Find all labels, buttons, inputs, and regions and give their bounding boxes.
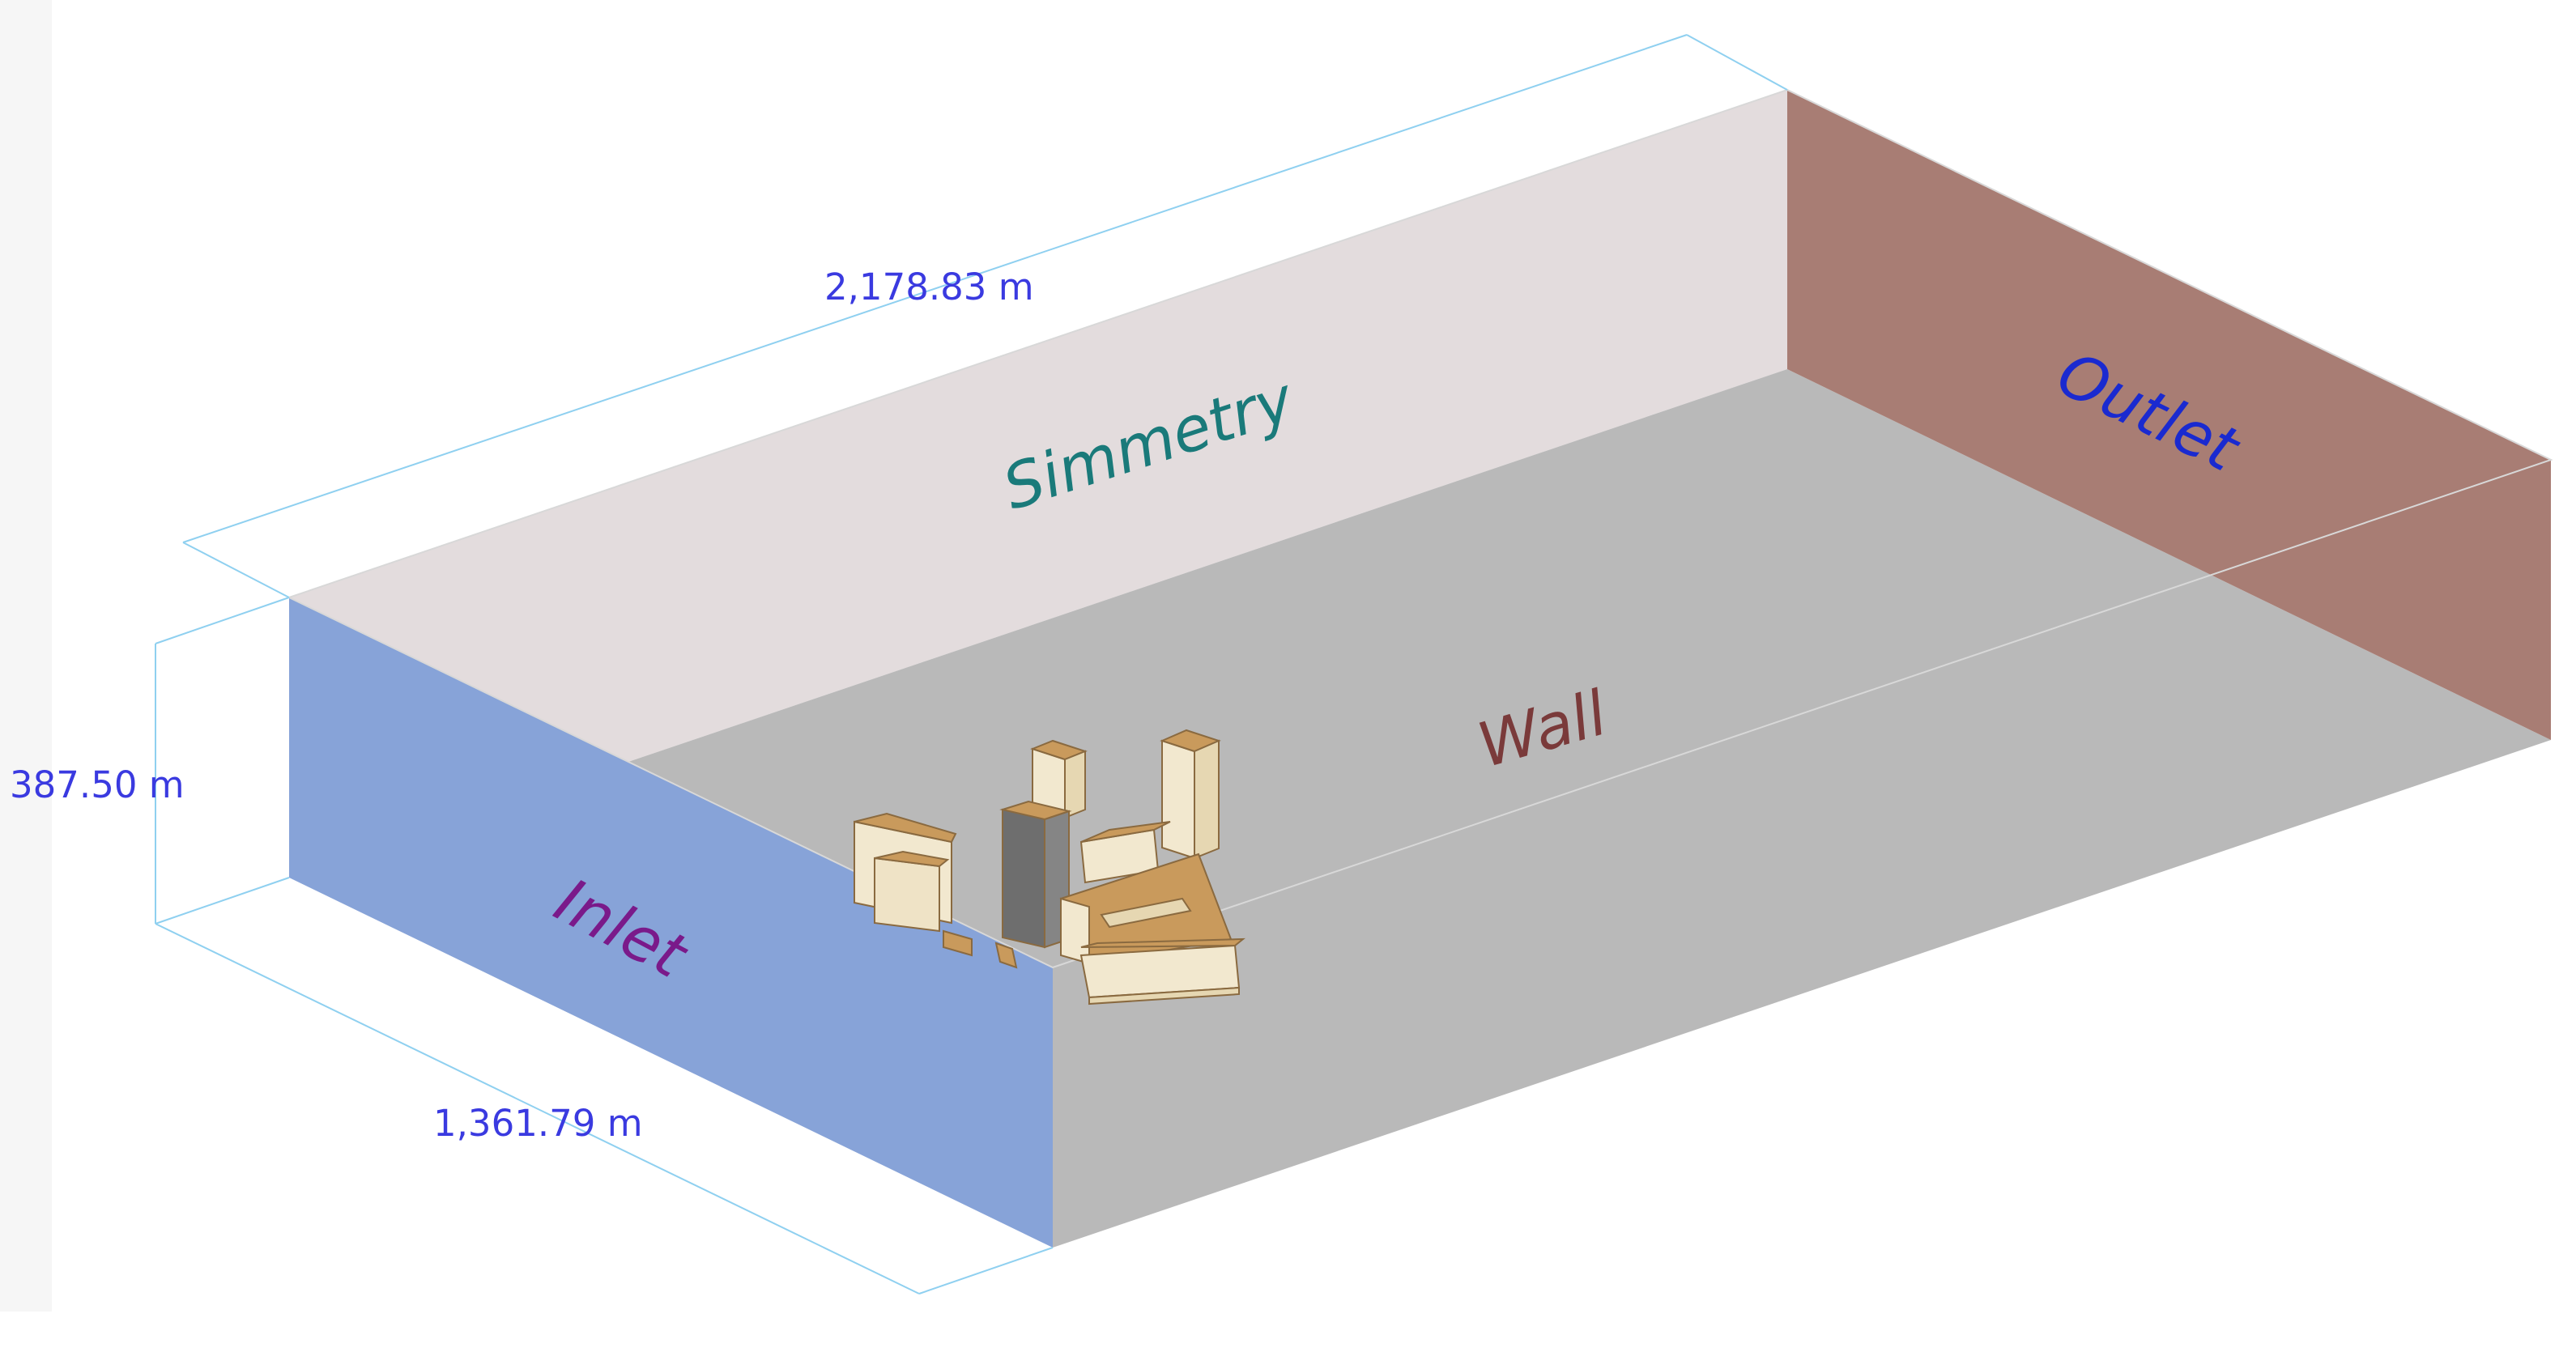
building-left-curved bbox=[854, 812, 957, 933]
buildings-cluster bbox=[854, 729, 1245, 1005]
building-front-wedges bbox=[1059, 852, 1245, 1005]
viewport-left-border bbox=[0, 0, 52, 1312]
height-dimension-label: 387.50 m bbox=[10, 763, 185, 806]
symmetry-face bbox=[289, 90, 1787, 763]
length-dimension-label: 2,178.83 m bbox=[824, 266, 1034, 308]
box-top-edges bbox=[288, 88, 2553, 969]
width-dimension-label: 1,361.79 m bbox=[433, 1102, 643, 1145]
outlet-face bbox=[1787, 90, 2551, 740]
inlet-face bbox=[289, 597, 1053, 1248]
building-central-tower bbox=[999, 800, 1072, 949]
building-tower-back bbox=[1030, 739, 1088, 819]
dimension-lines bbox=[155, 34, 1788, 1295]
building-small-pieces bbox=[943, 929, 1018, 969]
wall-face bbox=[624, 369, 2551, 1248]
building-mid-block bbox=[1079, 821, 1171, 884]
building-tall-right bbox=[1160, 729, 1221, 860]
